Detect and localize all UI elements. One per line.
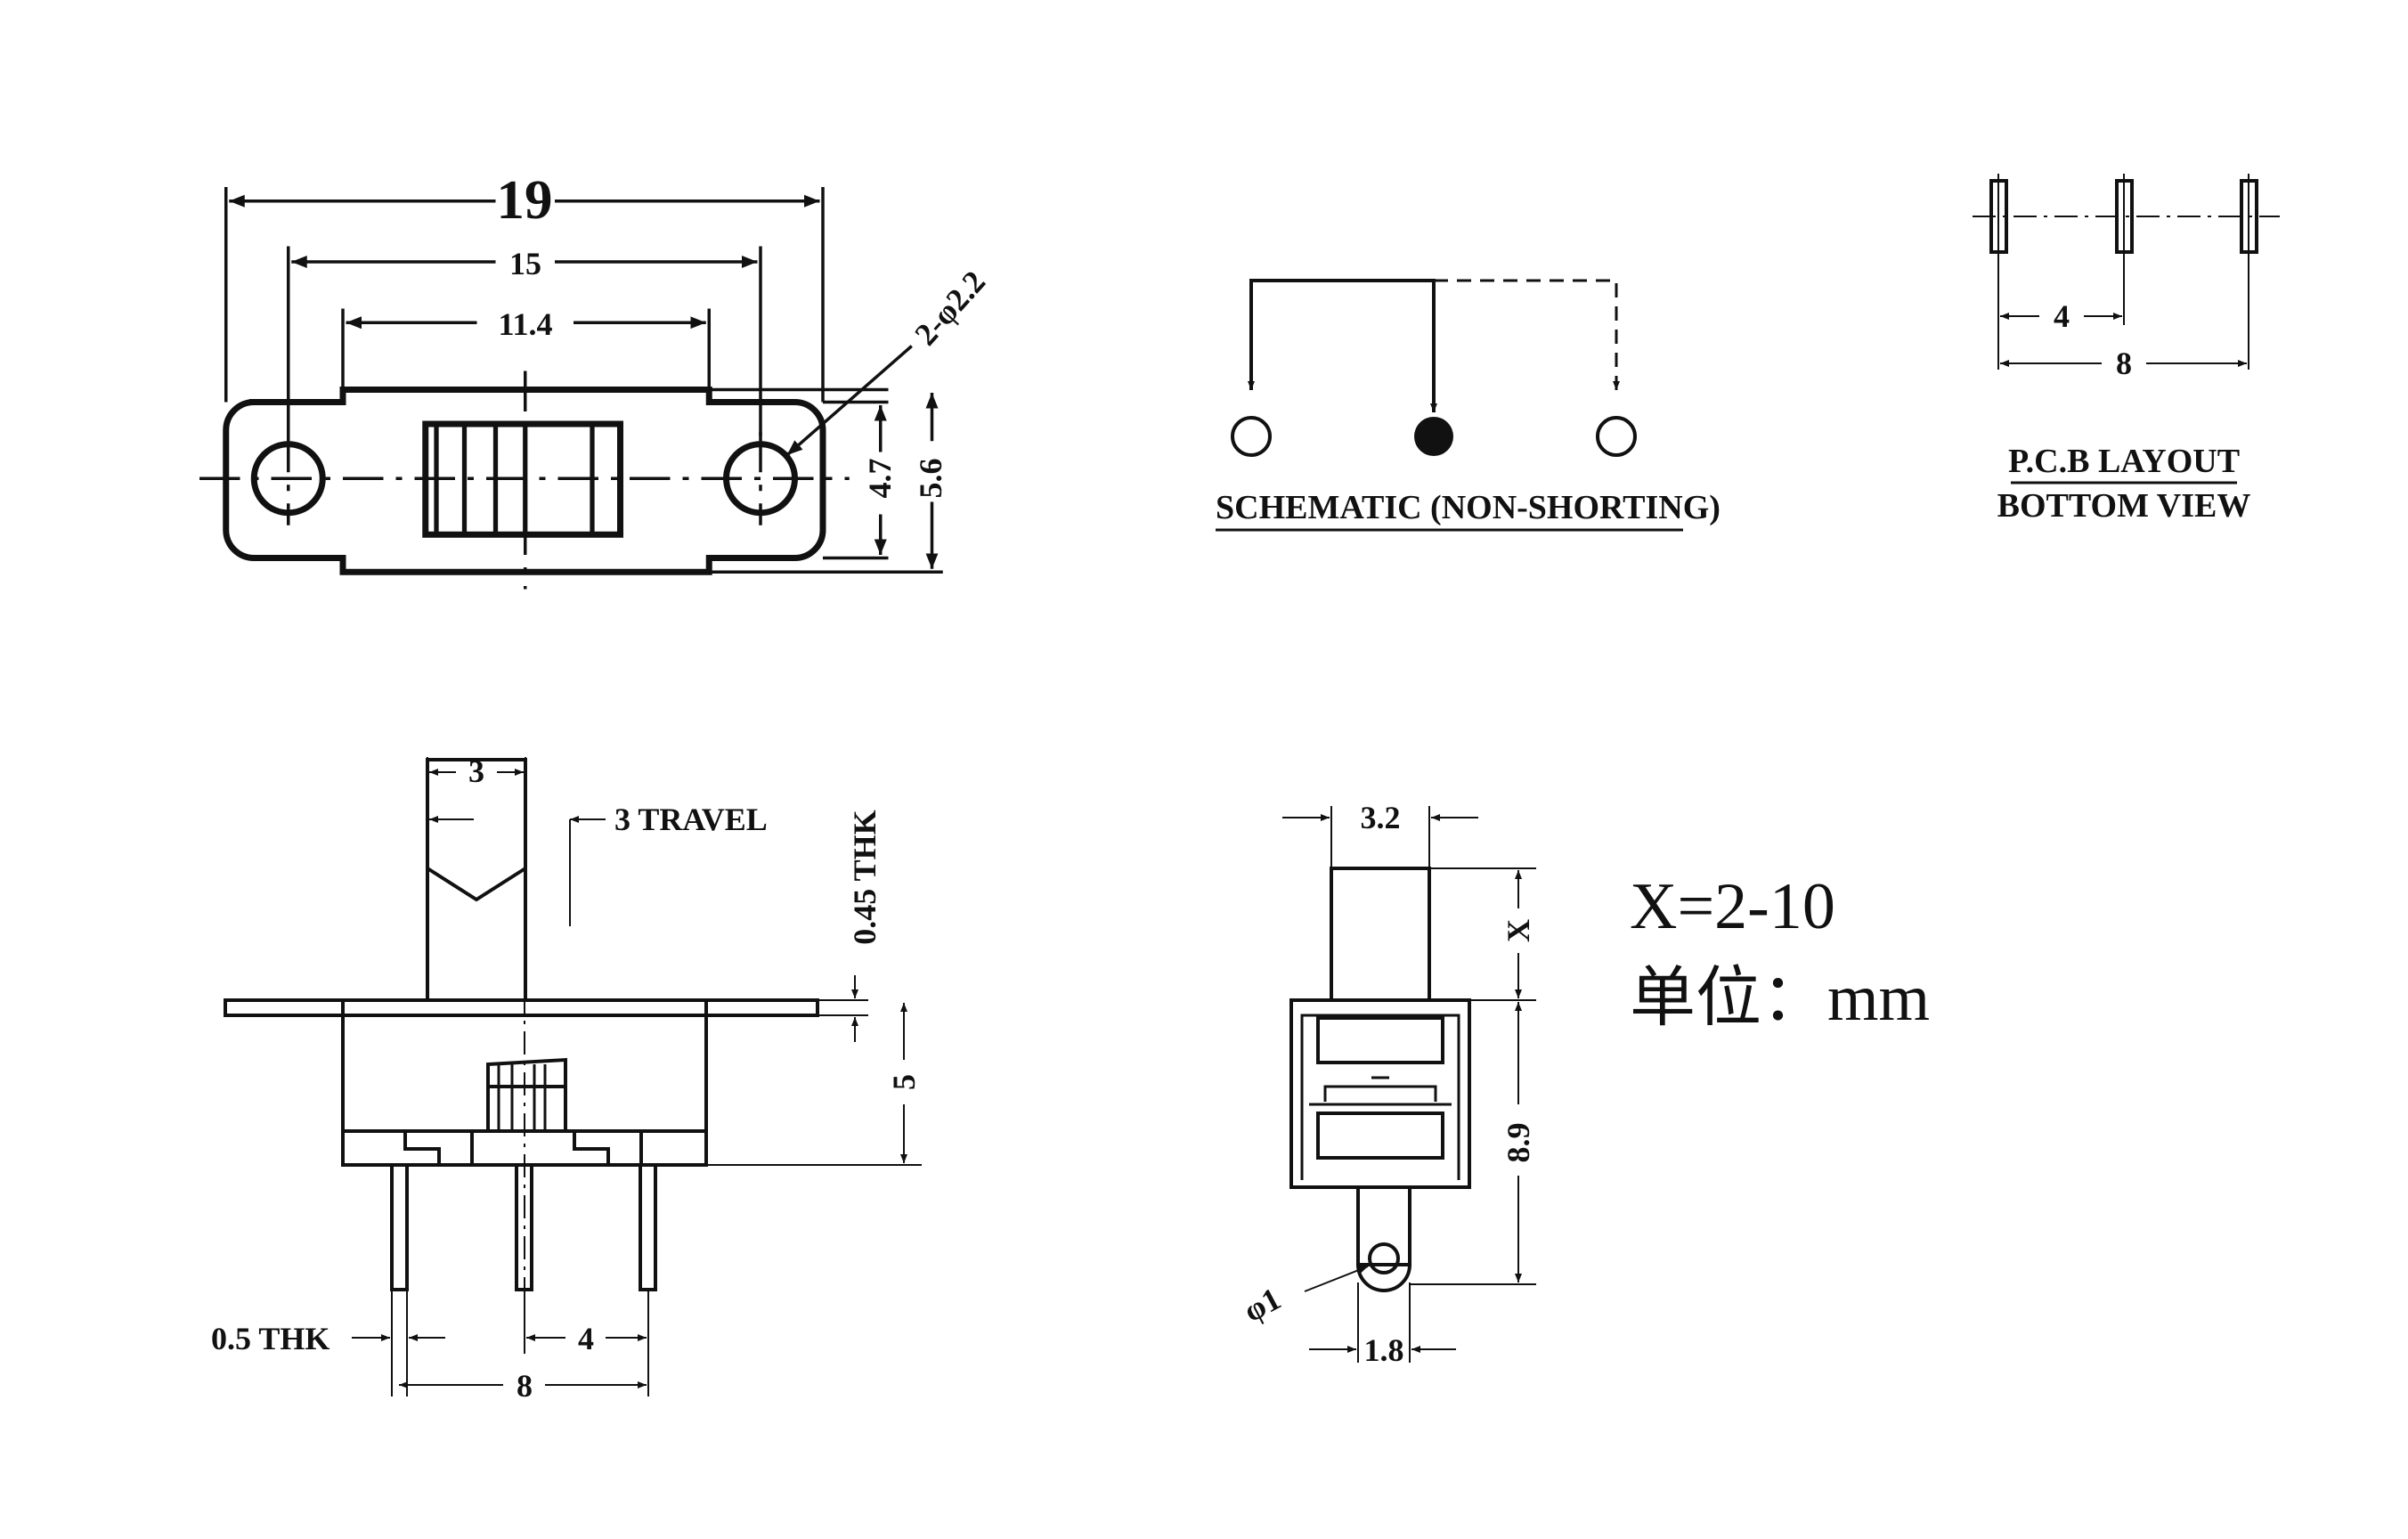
pcb-title-line1: P.C.B LAYOUT — [2008, 443, 2240, 480]
side-dim-3: 3 — [468, 753, 484, 789]
pcb-dim-4: 4 — [2054, 298, 2070, 334]
side-view: 3 3 TRAVEL 0.45 THK 5 0.5 THK 4 8 — [211, 753, 922, 1404]
top-view-outline — [223, 387, 826, 575]
pcb-layout: 4 8 P.C.B LAYOUT BOTTOM VIEW — [1973, 174, 2280, 525]
end-actuator — [1330, 867, 1431, 1002]
note-x-range: X=2-10 — [1630, 870, 1835, 943]
pin-right — [639, 1163, 657, 1291]
terminal-common — [1414, 417, 1453, 456]
end-dim-1-8: 1.8 — [1364, 1332, 1404, 1368]
side-dim-4: 4 — [578, 1321, 594, 1356]
actuator-lever — [426, 758, 527, 1000]
terminal-left — [1231, 416, 1272, 457]
end-dim-3-2: 3.2 — [1361, 800, 1401, 835]
end-view: 3.2 X 8.9 φ1 1.8 — [1238, 800, 1536, 1368]
side-dim-travel: 3 TRAVEL — [614, 802, 768, 837]
side-dim-thk-05: 0.5 THK — [211, 1321, 329, 1356]
notes: X=2-10 单位：mm — [1630, 870, 1930, 1035]
side-dim-5: 5 — [886, 1074, 922, 1090]
mounting-flange — [224, 998, 819, 1017]
dim-11-4: 11.4 — [498, 306, 552, 342]
side-dim-8: 8 — [517, 1368, 533, 1404]
dim-hole-diameter: 2-φ2.2 — [907, 264, 992, 352]
side-dim-thk-045: 0.45 THK — [847, 810, 883, 944]
end-dim-x: X — [1501, 919, 1536, 942]
top-view-labels: 15 11.4 2-φ2.2 4.7 5.6 — [498, 246, 992, 499]
dim-19: 19 — [496, 168, 552, 231]
schematic-title: SCHEMATIC (NON-SHORTING) — [1216, 489, 1721, 526]
pcb-dim-8: 8 — [2116, 346, 2132, 381]
pin-hole — [1368, 1242, 1400, 1274]
top-view: 19 — [199, 168, 943, 590]
schematic: SCHEMATIC (NON-SHORTING) — [1216, 279, 1721, 532]
dim-4-7: 4.7 — [862, 459, 898, 499]
dim-5-6: 5.6 — [913, 459, 948, 499]
pin-left — [390, 1163, 409, 1291]
pcb-title-line2: BOTTOM VIEW — [1997, 487, 2251, 525]
end-dim-8-9: 8.9 — [1501, 1123, 1536, 1163]
end-dim-phi1: φ1 — [1238, 1281, 1287, 1329]
end-housing — [1289, 998, 1471, 1189]
note-unit: 单位：mm — [1630, 962, 1930, 1035]
dim-15: 15 — [509, 246, 541, 281]
terminal-right — [1596, 416, 1637, 457]
